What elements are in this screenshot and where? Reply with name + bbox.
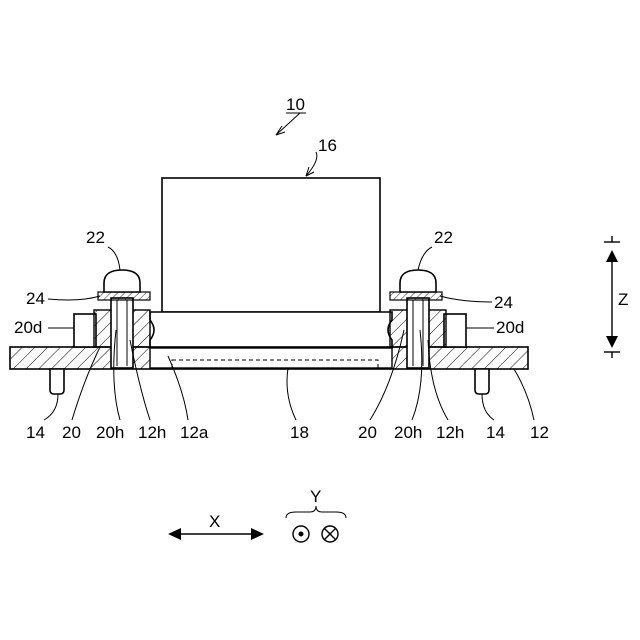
- label-board-opening: 12a: [180, 423, 209, 442]
- screw-shaft-right: [407, 298, 429, 368]
- label-screw-left: 22: [86, 228, 105, 247]
- washer-left: [98, 292, 150, 300]
- label-spacer-hole-right: 20h: [394, 423, 422, 442]
- label-board-hole-right: 12h: [436, 423, 464, 442]
- label-board: 12: [530, 423, 549, 442]
- label-stepped-left: 20d: [14, 318, 42, 337]
- label-board-hole-left: 12h: [138, 423, 166, 442]
- board-opening: [150, 348, 392, 368]
- label-screw-right: 22: [434, 228, 453, 247]
- screw-head-right: [400, 270, 436, 292]
- label-washer-left: 24: [26, 289, 45, 308]
- label-sensor: 18: [290, 423, 309, 442]
- pin-right: [475, 369, 489, 394]
- label-spacer-left: 20: [62, 423, 81, 442]
- label-axis-x: X: [209, 512, 220, 531]
- stepped-part-left: [74, 314, 96, 347]
- pin-left: [50, 369, 64, 394]
- y-axis-symbols: [286, 506, 346, 542]
- label-pin-right: 14: [486, 423, 505, 442]
- component-block: [162, 178, 380, 312]
- label-washer-right: 24: [494, 293, 513, 312]
- label-component: 16: [318, 136, 337, 155]
- component-lower-housing: [150, 312, 392, 348]
- label-axis-z: Z: [618, 290, 628, 309]
- screw-head-left: [104, 270, 140, 292]
- label-spacer-right: 20: [358, 423, 377, 442]
- washer-right: [390, 292, 442, 300]
- label-pin-left: 14: [26, 423, 45, 442]
- stepped-part-right: [444, 314, 466, 347]
- label-spacer-hole-left: 20h: [96, 423, 124, 442]
- label-axis-y: Y: [310, 487, 321, 506]
- label-stepped-right: 20d: [496, 318, 524, 337]
- label-assembly: 10: [286, 95, 305, 114]
